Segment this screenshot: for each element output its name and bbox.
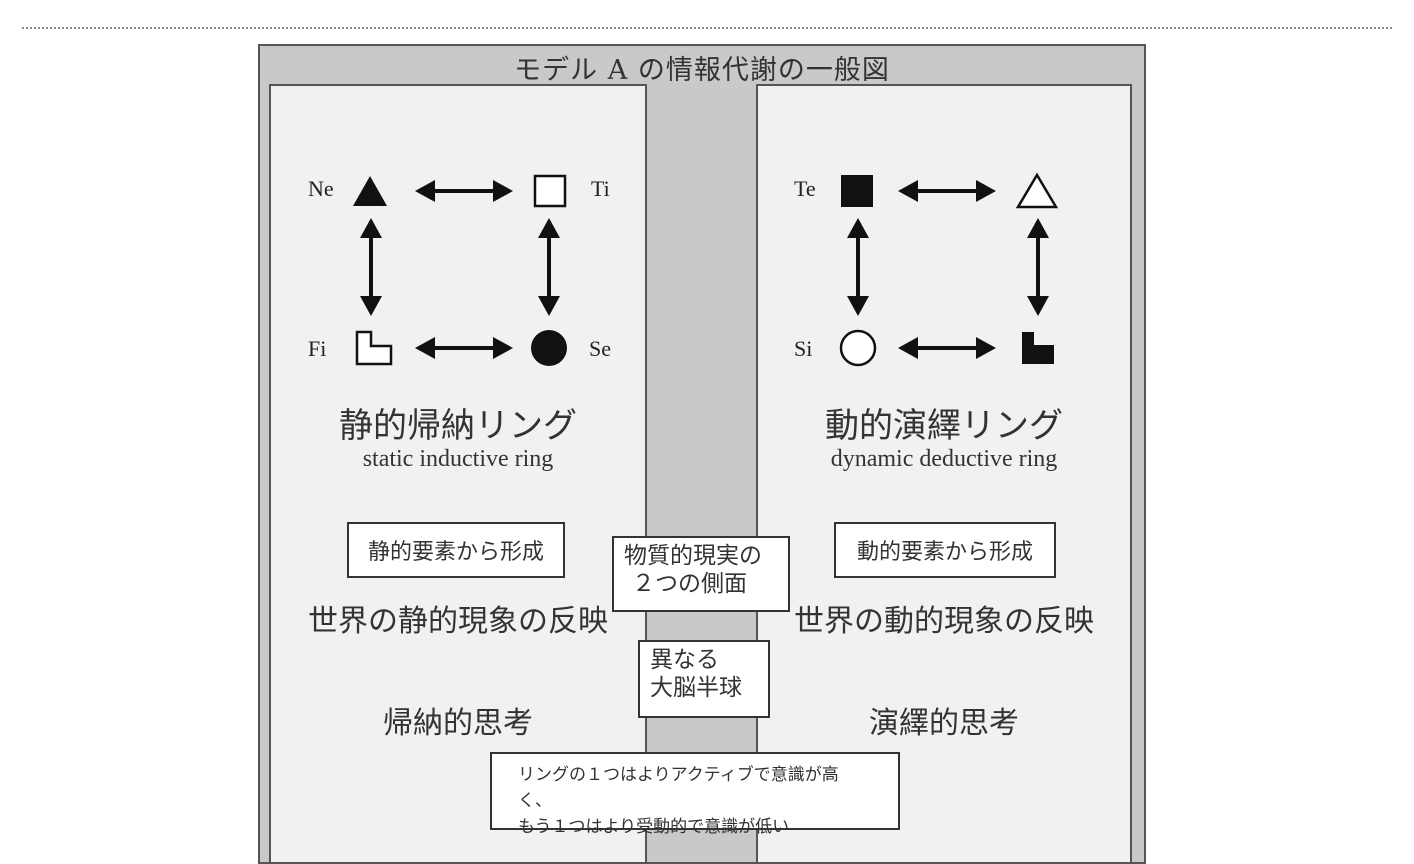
right-ring-panel: Te Si bbox=[756, 84, 1132, 864]
material-reality-line2: ２つの側面 bbox=[632, 571, 747, 597]
activity-note-line2: もう１つはより受動的で意識が低い bbox=[518, 817, 790, 837]
diagram-title: モデル A の情報代謝の一般図 bbox=[514, 55, 890, 86]
right-thinking: 演繹的思考 bbox=[869, 706, 1019, 741]
activity-note-line1: リングの１つはよりアクティブで意識が高く、 bbox=[518, 765, 839, 811]
label-fi: Fi bbox=[308, 336, 327, 361]
left-formed-from-box: 静的要素から形成 bbox=[347, 522, 565, 578]
label-si: Si bbox=[794, 336, 813, 361]
label-se: Se bbox=[589, 336, 611, 361]
left-reflection: 世界の静的現象の反映 bbox=[308, 604, 608, 639]
hemispheres-box: 異なる 大脳半球 bbox=[638, 640, 770, 718]
material-reality-line1: 物質的現実の bbox=[624, 543, 762, 569]
material-reality-box: 物質的現実の ２つの側面 bbox=[612, 536, 790, 612]
dotted-rule bbox=[22, 27, 1392, 29]
label-ne: Ne bbox=[308, 176, 334, 201]
filled-square-icon bbox=[841, 175, 873, 207]
activity-note-box: リングの１つはよりアクティブで意識が高く、 もう１つはより受動的で意識が低い bbox=[490, 752, 900, 837]
hollow-l-shape-icon bbox=[355, 330, 393, 366]
hemispheres-line2: 大脳半球 bbox=[650, 675, 742, 701]
left-ring-panel: Ne Ti Fi Se bbox=[269, 84, 647, 864]
hollow-circle-icon bbox=[839, 329, 877, 367]
right-formed-from-box: 動的要素から形成 bbox=[834, 522, 1056, 578]
filled-l-shape-icon bbox=[1022, 332, 1054, 364]
hemispheres-line1: 異なる bbox=[650, 647, 719, 673]
filled-triangle-icon bbox=[353, 176, 387, 206]
ring-arrows bbox=[360, 180, 560, 359]
right-ring-name-en: dynamic deductive ring bbox=[830, 446, 1058, 472]
left-ring-name-en: static inductive ring bbox=[362, 446, 554, 472]
ring-arrows bbox=[847, 180, 1049, 359]
left-ring-name: 静的帰納リング bbox=[339, 406, 577, 446]
right-reflection: 世界の動的現象の反映 bbox=[794, 604, 1094, 639]
label-ti: Ti bbox=[591, 176, 610, 201]
hollow-square-icon bbox=[533, 174, 567, 208]
label-te: Te bbox=[794, 176, 816, 201]
left-thinking: 帰納的思考 bbox=[383, 706, 533, 741]
hollow-triangle-icon bbox=[1015, 172, 1059, 209]
filled-circle-icon bbox=[531, 330, 567, 366]
diagram-frame: モデル A の情報代謝の一般図 Ne Ti Fi Se bbox=[258, 44, 1146, 864]
right-ring-name: 動的演繹リング bbox=[825, 406, 1063, 446]
